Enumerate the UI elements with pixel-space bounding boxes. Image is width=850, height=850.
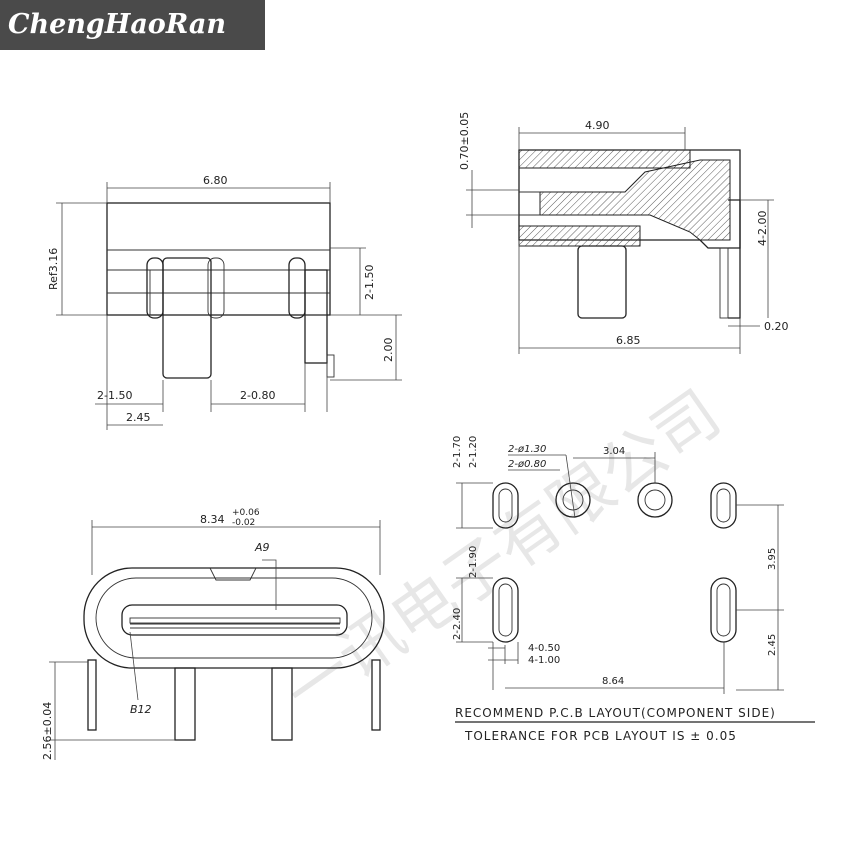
pcb-pad-width-b: 4-1.00 (528, 655, 560, 666)
side-offset-label: 2.45 (126, 411, 151, 424)
front-view: 8.34 +0.06 -0.02 A9 B12 2.56±0.04 (41, 508, 385, 760)
pcb-slot-width-a: 2-1.20 (468, 436, 479, 468)
side-width-label: 6.80 (203, 174, 228, 187)
side-pin-height-label: 2.00 (382, 338, 395, 363)
section-pin-pitch-label: 4-2.00 (756, 211, 769, 246)
front-width-upper-tol: +0.06 (232, 508, 260, 518)
side-leg-width-label: 2-1.50 (97, 389, 132, 402)
pcb-bottom-offset-label: 2.45 (767, 634, 778, 656)
pcb-slot-height-c: 2-2.40 (452, 608, 463, 640)
pcb-total-width-label: 8.64 (602, 676, 624, 687)
pcb-hole-inner-label: 2-ø0.80 (508, 459, 546, 470)
pcb-hole-spacing-label: 3.04 (603, 446, 625, 457)
pin-a9-label: A9 (254, 541, 270, 554)
side-ref-height-label: Ref3.16 (47, 248, 60, 290)
side-pin-width-label: 2-0.80 (240, 389, 275, 402)
section-thickness-label: 0.70±0.05 (458, 112, 471, 170)
pcb-caption: RECOMMEND P.C.B LAYOUT(COMPONENT SIDE) (455, 706, 776, 720)
pcb-layout: 2-1.70 2-1.20 2-1.90 2-2.40 2-ø1.30 2-ø0… (452, 436, 815, 743)
pcb-pad-width-a: 4-0.50 (528, 643, 560, 654)
pin-b12-label: B12 (130, 703, 152, 716)
watermark: 一讯电子有限公司 (272, 377, 734, 731)
front-height-label: 2.56±0.04 (41, 702, 54, 760)
side-view: 6.80 Ref3.16 2-1.50 2.00 2-1.50 2-0.80 2… (47, 174, 402, 430)
section-pin-offset-label: 0.20 (764, 320, 789, 333)
section-view: 4.90 0.70±0.05 4-2.00 6.85 0.20 (458, 112, 789, 354)
pcb-slot-height-a: 2-1.70 (452, 436, 463, 468)
pcb-slot-height-b: 2-1.90 (468, 546, 479, 578)
brand-logo: ChengHaoRan (0, 0, 265, 50)
section-bottom-width-label: 6.85 (616, 334, 641, 347)
front-width-label: 8.34 (200, 513, 225, 526)
front-width-lower-tol: -0.02 (232, 518, 255, 528)
section-top-width-label: 4.90 (585, 119, 610, 132)
side-leg-height-label: 2-1.50 (363, 265, 376, 300)
pcb-tolerance-note: TOLERANCE FOR PCB LAYOUT IS ± 0.05 (464, 729, 737, 743)
pcb-vertical-spacing-label: 3.95 (767, 548, 778, 570)
pcb-hole-outer-label: 2-ø1.30 (508, 444, 546, 455)
